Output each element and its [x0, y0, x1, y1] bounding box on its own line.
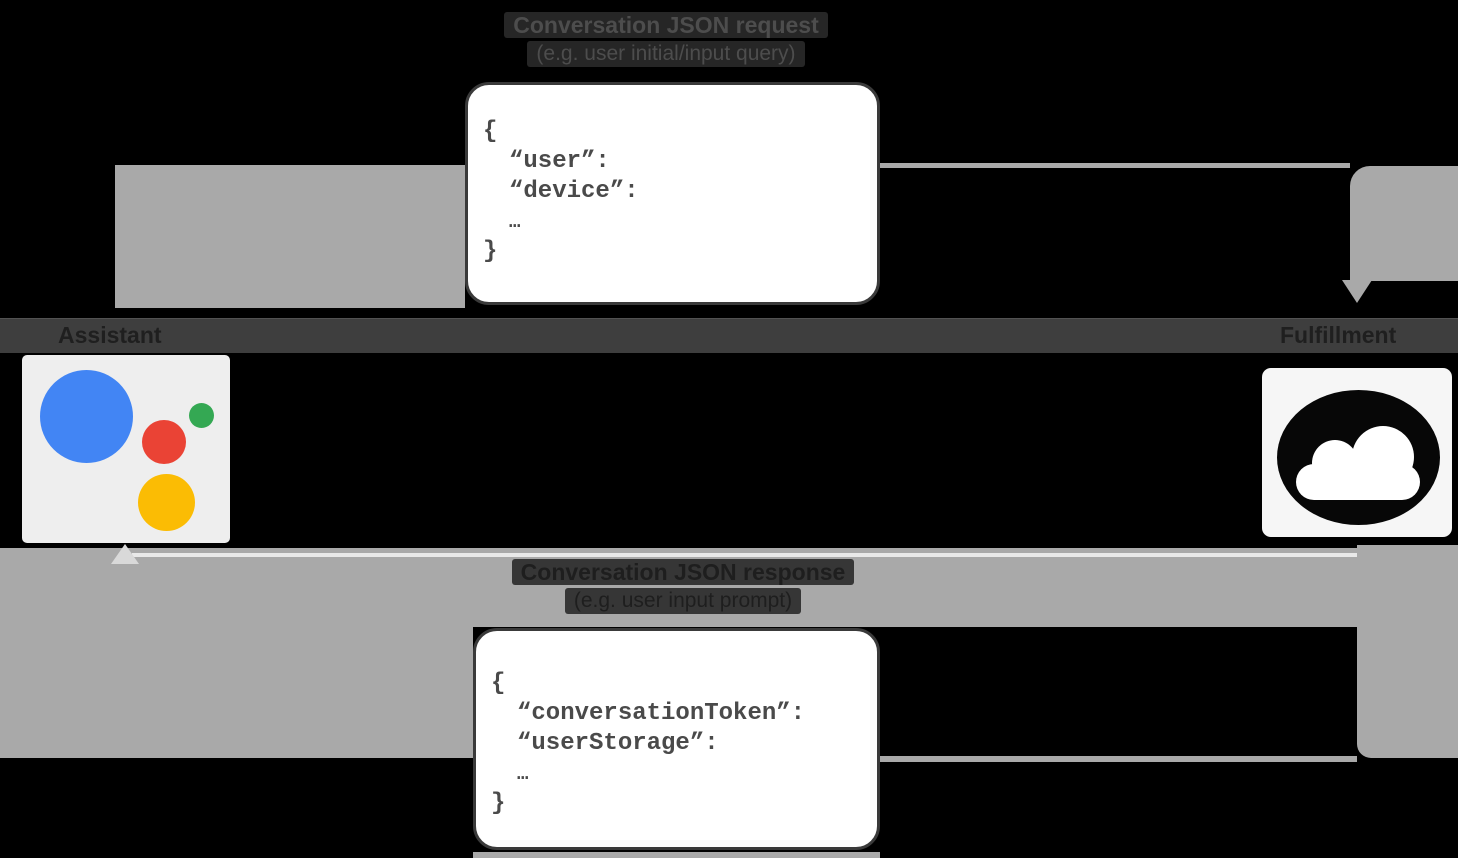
request-caption-title: Conversation JSON request [504, 12, 828, 38]
response-caption-title: Conversation JSON response [511, 559, 855, 585]
response-json-box: { “conversationToken”: “userStorage”: … … [473, 628, 880, 850]
json-field-userstorage: “userStorage”: [517, 730, 719, 757]
assistant-blue-circle [40, 370, 133, 463]
request-caption-subtitle: (e.g. user initial/input query) [527, 41, 805, 67]
request-caption: Conversation JSON request (e.g. user ini… [440, 12, 892, 67]
fulfillment-card [1262, 368, 1452, 537]
json-field-device: “device”: [509, 178, 639, 205]
request-json-box: { “user”: “device”: … } [465, 82, 880, 305]
request-arrow-slab-mid [115, 165, 465, 308]
json-close-brace: } [491, 790, 506, 817]
assistant-red-circle [142, 420, 186, 464]
json-field-conversationtoken: “conversationToken”: [517, 700, 806, 727]
request-arrow-corner [1350, 166, 1458, 281]
request-arrowhead-down-icon [1342, 280, 1372, 303]
json-field-user: “user”: [509, 148, 610, 175]
response-slab-bottom-edge [473, 852, 880, 858]
json-ellipsis: … [517, 763, 529, 785]
request-arrow-line [880, 163, 1350, 168]
json-open-brace: { [483, 118, 498, 145]
response-arrow-slab-left [0, 627, 473, 758]
response-caption-subtitle: (e.g. user input prompt) [564, 588, 802, 614]
response-arrow-line [880, 756, 1357, 762]
assistant-card [22, 355, 230, 543]
node-label-band: Assistant Fulfillment [0, 318, 1458, 353]
json-ellipsis: … [509, 211, 521, 233]
assistant-label: Assistant [58, 322, 162, 348]
cloud-base [1296, 464, 1420, 500]
fulfillment-label: Fulfillment [1280, 322, 1397, 348]
assistant-green-circle [189, 403, 214, 428]
json-close-brace: } [483, 238, 498, 265]
response-arrowhead-up-icon [111, 544, 139, 564]
response-caption: Conversation JSON response (e.g. user in… [433, 559, 933, 614]
response-return-line [132, 553, 1357, 557]
response-arrow-corner [1357, 545, 1458, 758]
json-open-brace: { [491, 670, 506, 697]
assistant-yellow-circle [138, 474, 195, 531]
